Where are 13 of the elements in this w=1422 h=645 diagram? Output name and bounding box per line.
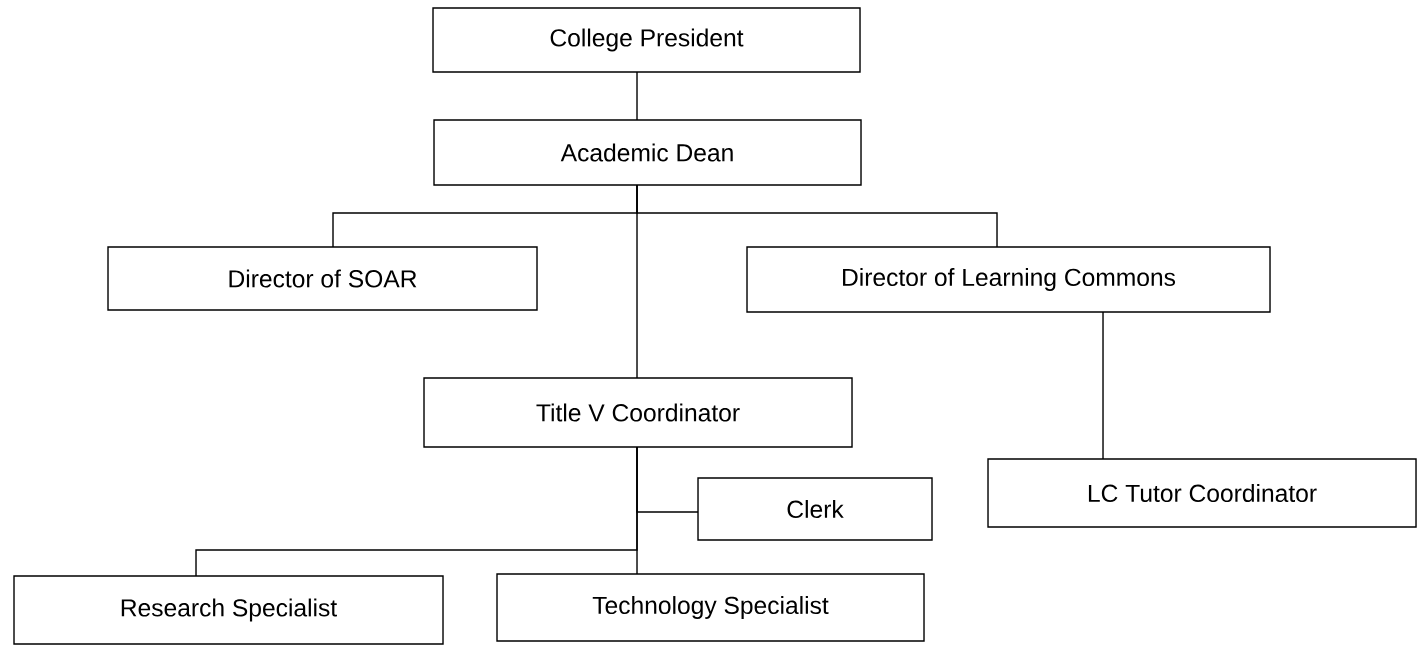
connector-line xyxy=(636,71,638,121)
role-box: Academic Dean xyxy=(433,119,862,186)
role-box: Director of Learning Commons xyxy=(746,246,1271,313)
role-box: Clerk xyxy=(697,477,933,541)
role-box: College President xyxy=(432,7,861,73)
role-box: Title V Coordinator xyxy=(423,377,853,448)
connector-line xyxy=(636,184,638,379)
role-box: Director of SOAR xyxy=(107,246,538,311)
role-box: Research Specialist xyxy=(13,575,444,645)
role-box: LC Tutor Coordinator xyxy=(987,458,1417,528)
role-box: Technology Specialist xyxy=(496,573,925,642)
connector-line xyxy=(636,446,638,575)
connector-line xyxy=(1102,311,1104,460)
